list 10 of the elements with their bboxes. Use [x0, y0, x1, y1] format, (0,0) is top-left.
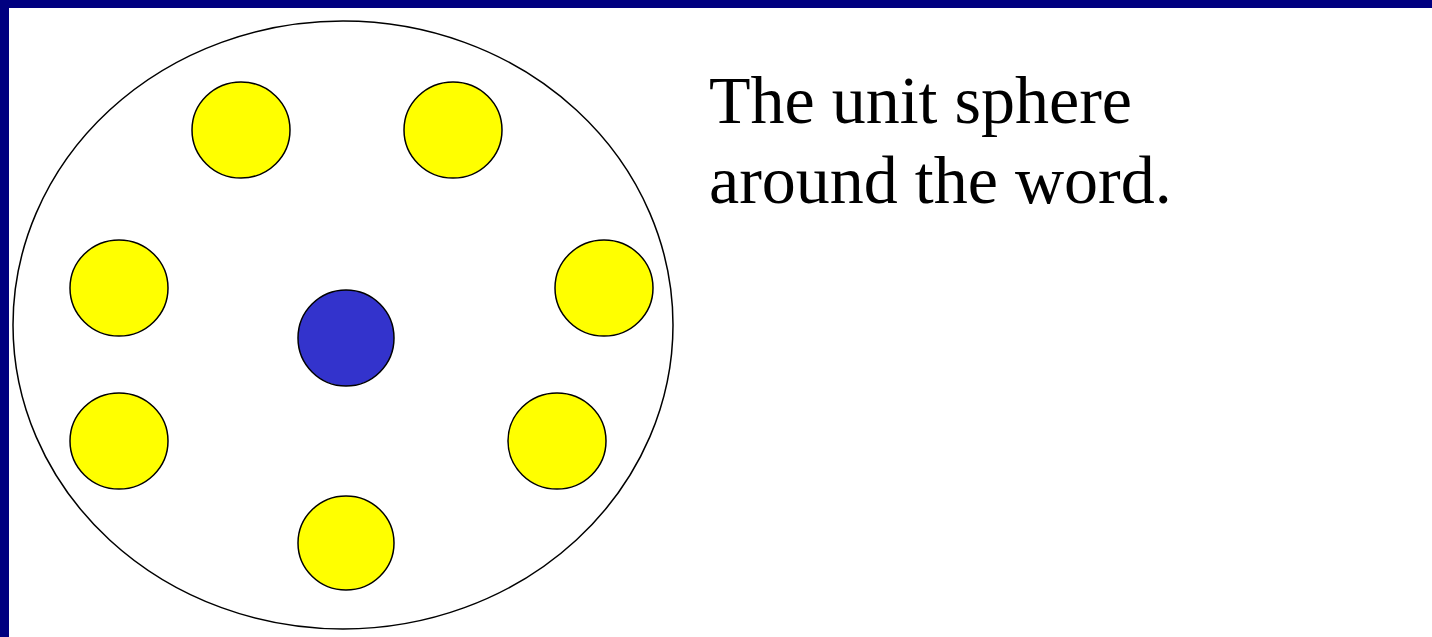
- caption-text: The unit sphere around the word.: [709, 61, 1173, 220]
- neighbor-circle: [69, 239, 169, 337]
- neighbor-circle: [507, 392, 607, 490]
- neighbor-circle: [69, 392, 169, 490]
- neighbor-circle: [297, 495, 395, 591]
- neighbor-circle: [554, 239, 654, 337]
- sphere-circle: [12, 20, 674, 630]
- neighbor-circle: [191, 81, 291, 179]
- neighbor-circle: [403, 81, 503, 179]
- word-circle: [297, 289, 395, 387]
